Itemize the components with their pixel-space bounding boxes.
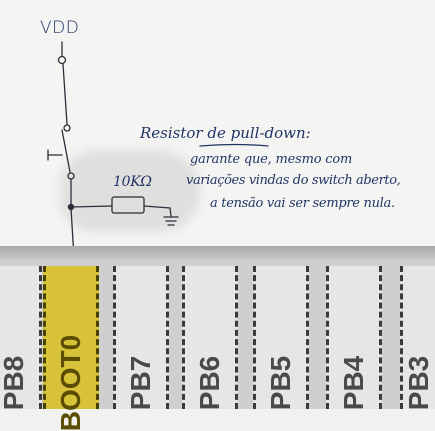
pin-pb7: PB7 xyxy=(113,266,169,411)
pin-pb3: PB3 xyxy=(400,266,435,411)
strip-edge xyxy=(0,246,435,260)
pin-pb4: PB4 xyxy=(326,266,382,411)
note-title: Resistor de pull-down: xyxy=(140,124,311,142)
note-underline xyxy=(199,143,269,147)
pin-label: PB4 xyxy=(338,355,369,411)
pin-label: PB6 xyxy=(194,355,225,411)
graphite-smudge xyxy=(60,150,200,232)
switch-actuator xyxy=(47,149,63,161)
resistor-value-label: 10KΩ xyxy=(113,174,152,190)
note-line-1: garante que, mesmo com xyxy=(190,152,353,167)
output-wire xyxy=(70,207,75,250)
ground-drop xyxy=(169,207,172,217)
switch-blade xyxy=(61,129,71,173)
note-line-2: variações vindas do switch aberto, xyxy=(186,173,401,188)
resistor-lead-left xyxy=(70,205,113,208)
pin-label: PB7 xyxy=(125,355,156,411)
pin-pb5: PB5 xyxy=(253,266,309,411)
pin-pb6: PB6 xyxy=(182,266,238,411)
pin-boot0: BOOT0 xyxy=(43,266,99,431)
note-line-3: a tensão vai ser sempre nula. xyxy=(210,196,395,211)
resistor-body xyxy=(111,196,145,214)
pin-pb8: PB8 xyxy=(0,266,42,411)
junction-dot xyxy=(67,203,75,211)
pin-label: PB5 xyxy=(265,355,296,411)
switch-top-contact xyxy=(63,124,71,132)
pin-header-strip: PB8 BOOT0 PB7 PB6 PB5 PB4 PB3 xyxy=(0,246,435,431)
vdd-label: VDD xyxy=(40,18,80,38)
pin-label: PB3 xyxy=(403,355,434,411)
upper-wire xyxy=(62,63,68,125)
pull-down-schematic xyxy=(47,41,269,250)
vdd-terminal xyxy=(57,55,67,65)
switch-bottom-contact xyxy=(67,172,75,180)
pin-label: PB8 xyxy=(0,355,29,411)
pin-label: BOOT0 xyxy=(55,334,86,431)
resistor-lead-right xyxy=(143,205,171,209)
